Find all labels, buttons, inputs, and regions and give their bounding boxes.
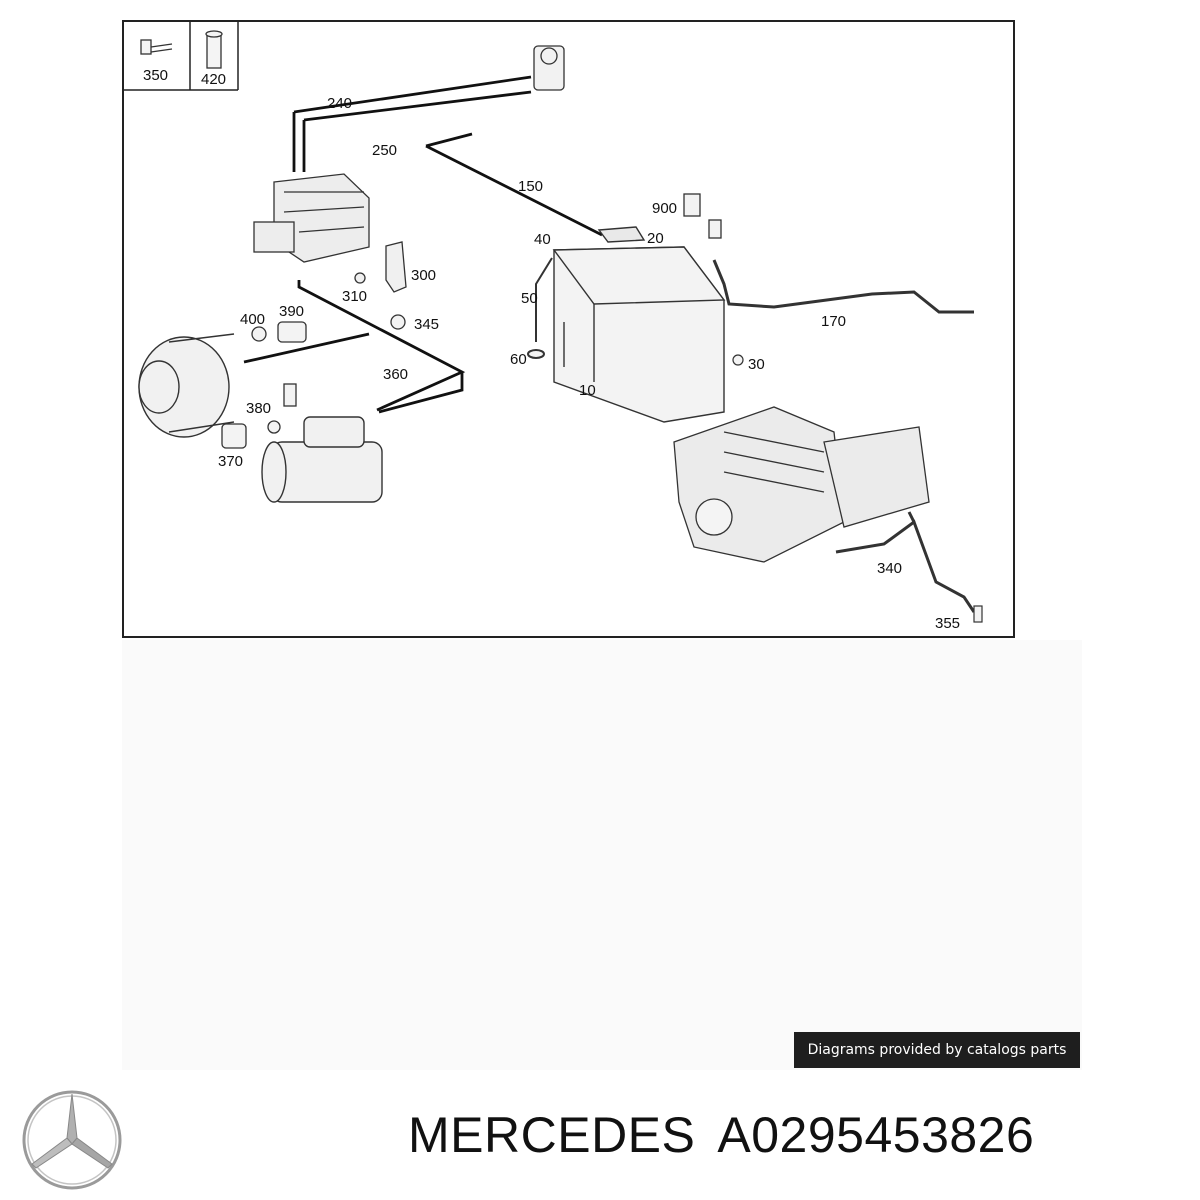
vent-hose-part <box>527 257 553 359</box>
footer-title: MERCEDES A0295453826 <box>408 1106 1056 1164</box>
parts-diagram: 350 420 240 250 150 900 40 20 300 310 50… <box>122 20 1015 638</box>
callout-400: 400 <box>240 311 265 328</box>
callout-30: 30 <box>748 356 765 373</box>
blank-area <box>122 640 1082 1070</box>
sleeve-icon <box>205 30 223 69</box>
callout-380: 380 <box>246 400 271 417</box>
callout-50: 50 <box>521 290 538 307</box>
callout-355: 355 <box>935 615 960 632</box>
callout-60: 60 <box>510 351 527 368</box>
three-pointed-star-icon <box>22 1090 122 1190</box>
callout-10: 10 <box>579 382 596 399</box>
diagram-canvas: 350 420 240 250 150 900 40 20 300 310 50… <box>124 22 983 632</box>
starter-part <box>261 416 383 503</box>
callout-420: 420 <box>201 71 226 88</box>
engine-part <box>673 406 930 563</box>
callout-150: 150 <box>518 178 543 195</box>
callout-labels: 350 420 240 250 150 900 40 20 300 310 50… <box>143 67 960 632</box>
callout-310: 310 <box>342 288 367 305</box>
cable-part <box>712 259 974 314</box>
leader-lines <box>243 75 603 414</box>
alternator-part <box>138 333 235 438</box>
fastener-inset <box>124 22 239 91</box>
callout-20: 20 <box>647 230 664 247</box>
callout-900: 900 <box>652 200 677 217</box>
bolt-icon <box>140 39 173 55</box>
callout-240: 240 <box>327 95 352 112</box>
part-number: A0295453826 <box>717 1107 1035 1163</box>
small-parts <box>221 314 406 449</box>
credit-badge: Diagrams provided by catalogs parts <box>794 1032 1080 1068</box>
battery-part <box>552 226 726 423</box>
callout-170: 170 <box>821 313 846 330</box>
callout-250: 250 <box>372 142 397 159</box>
ground-cable-part <box>835 511 976 613</box>
terminal-part <box>683 193 722 239</box>
callout-300: 300 <box>411 267 436 284</box>
callout-345: 345 <box>414 316 439 333</box>
callout-370: 370 <box>218 453 243 470</box>
bolt-355-part <box>973 605 983 623</box>
connector-part <box>533 45 565 91</box>
fuse-box-part <box>253 173 370 263</box>
brand-name: MERCEDES <box>408 1107 696 1163</box>
callout-350: 350 <box>143 67 168 84</box>
bracket-part <box>354 241 407 293</box>
callout-340: 340 <box>877 560 902 577</box>
bolt-30-part <box>732 354 744 366</box>
callout-360: 360 <box>383 366 408 383</box>
callout-40: 40 <box>534 231 551 248</box>
callout-390: 390 <box>279 303 304 320</box>
